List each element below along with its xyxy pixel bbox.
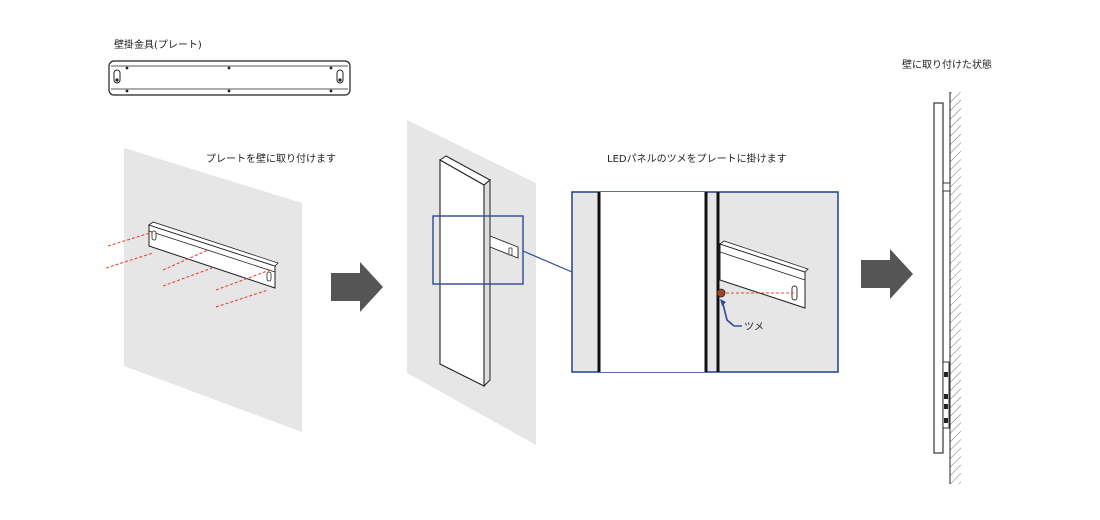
hook-tab (716, 288, 726, 298)
hook-pointer (722, 303, 735, 327)
step2-caption: LEDパネルのツメをプレートに掛けます (607, 154, 787, 165)
keyhole-slot-right (336, 69, 344, 84)
final-side-view (933, 92, 961, 484)
step1-wall (124, 148, 302, 432)
hook-label: ツメ (744, 322, 764, 333)
step1-plate (148, 221, 279, 289)
step1-screw-guides (105, 231, 271, 308)
right-block-arrow-icon (861, 249, 913, 299)
led-panel-side (933, 102, 944, 454)
bracket-plate (108, 60, 351, 96)
right-block-arrow-icon (331, 262, 383, 312)
bracket-title: 壁掛金具(プレート) (114, 40, 202, 51)
detail-focus-box (432, 215, 524, 285)
detail-connector-line (522, 250, 573, 273)
detail-view: ツメ (571, 191, 839, 373)
wall-hatch (950, 92, 961, 484)
keyhole-slot-left (113, 69, 121, 84)
final-caption: 壁に取り付けた状態 (902, 60, 992, 71)
step1-caption: プレートを壁に取り付けます (206, 154, 336, 165)
